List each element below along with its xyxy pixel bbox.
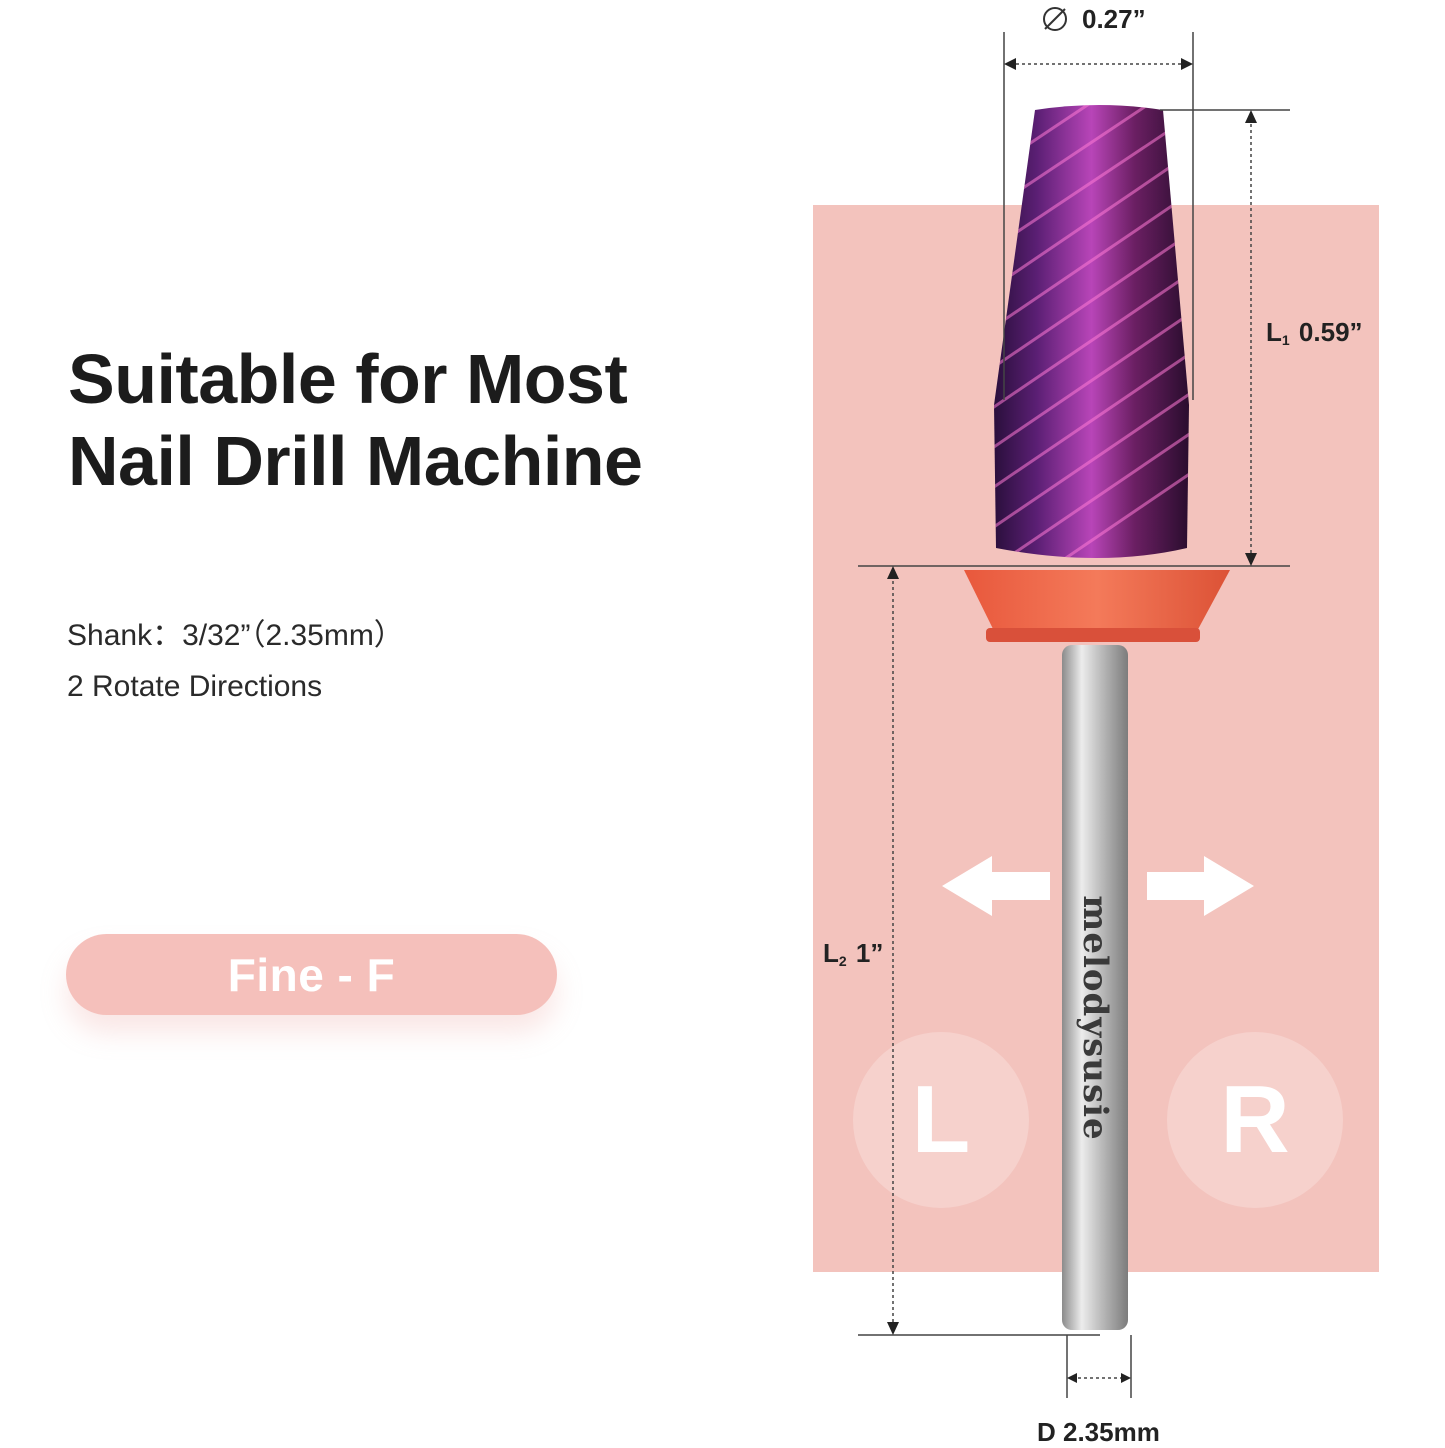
head-diameter-label: 0.27”	[1042, 2, 1146, 35]
left-rotation-label: L	[911, 1066, 971, 1173]
diameter-icon	[1043, 7, 1067, 31]
total-length-value: 1”	[855, 938, 884, 968]
head-length-letter: L	[1266, 317, 1282, 347]
rotate-spec: 2 Rotate Directions	[67, 670, 323, 703]
total-length-label: L2 1”	[823, 938, 883, 969]
head-length-subscript: 1	[1281, 332, 1290, 348]
right-rotation-label: R	[1220, 1066, 1290, 1173]
collar	[964, 570, 1230, 633]
grit-badge: Fine - F	[66, 934, 557, 1015]
arrow-left-icon	[942, 856, 1050, 916]
total-length-letter: L	[823, 938, 839, 968]
total-length-subscript: 2	[838, 953, 847, 969]
headline: Suitable for Most Nail Drill Machine	[68, 338, 788, 502]
head-diameter-value: 0.27”	[1082, 4, 1146, 34]
brand-on-shank: melodysusie	[1075, 895, 1115, 1141]
right-rotation-circle: R	[1167, 1032, 1343, 1208]
headline-line-1: Suitable for Most	[68, 340, 628, 418]
shank	[1062, 645, 1128, 1330]
shank-diameter-label: D 2.35mm	[1037, 1417, 1160, 1447]
drill-bit-head	[994, 105, 1189, 558]
left-rotation-circle: L	[853, 1032, 1029, 1208]
grit-badge-label: Fine - F	[227, 948, 396, 1001]
dimension-guides	[858, 32, 1290, 1398]
head-length-value: 0.59”	[1298, 317, 1363, 347]
shank-spec: Shank：3/32”（2.35mm）	[67, 619, 404, 652]
arrow-right-icon	[1147, 856, 1254, 916]
head-length-label: L1 0.59”	[1266, 317, 1363, 348]
headline-line-2: Nail Drill Machine	[68, 422, 643, 500]
